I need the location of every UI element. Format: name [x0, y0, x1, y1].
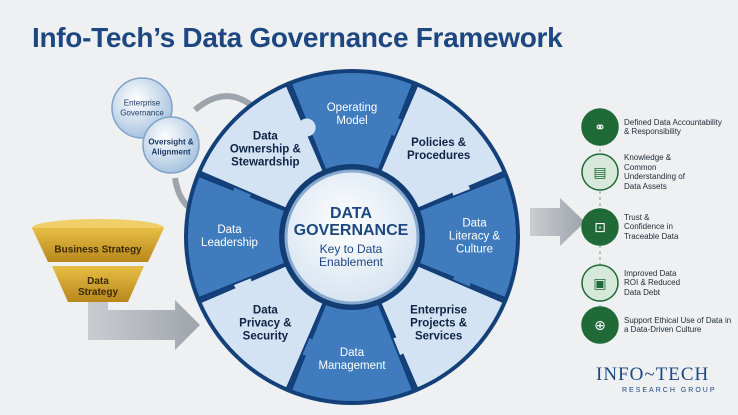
data-strategy-label: Data Strategy	[77, 276, 119, 298]
wheel-segment	[199, 84, 325, 210]
center-title: DATA GOVERNANCE	[293, 205, 409, 239]
wheel-segment-label: Data Literacy & Culture	[448, 217, 501, 256]
wheel-segment-label: Policies & Procedures	[406, 137, 471, 163]
wheel-segment-label: Data Privacy & Security	[239, 304, 292, 343]
wheel-segment	[379, 264, 505, 390]
wheel-segment	[379, 84, 505, 210]
puzzle-knob	[297, 118, 316, 137]
funnel-bottom	[52, 266, 144, 302]
enterprise-governance-label: Enterprise Governance	[120, 98, 164, 118]
wheel-segment	[199, 264, 325, 390]
document-search-icon	[581, 153, 619, 191]
center-hub	[284, 169, 420, 305]
secure-card-icon	[581, 264, 619, 302]
funnel-top	[32, 228, 164, 262]
wheel-segment	[186, 174, 287, 300]
wheel-segment	[417, 174, 518, 300]
logo-subtitle: RESEARCH GROUP	[622, 387, 717, 394]
wheel-segment-label: Data Leadership	[201, 224, 258, 249]
globe-icon	[581, 306, 619, 344]
basket-icon-glyph: ⊡	[594, 220, 606, 236]
center-subtitle: Key to Data Enablement	[318, 242, 384, 269]
outcome-label: Trust & Confidence in Traceable Data	[624, 212, 679, 241]
basket-icon	[581, 208, 619, 246]
outcome-label: Support Ethical Use of Data in a Data-Dr…	[624, 315, 732, 335]
wheel-segment	[289, 302, 415, 403]
handshake-icon	[581, 108, 619, 146]
outcome-icons: ⚭ ▤ ⊡ ▣ ⊕	[581, 108, 619, 344]
wheel-segment-label: Operating Model	[326, 101, 378, 127]
handshake-icon-glyph: ⚭	[594, 120, 606, 136]
strategy-arrow	[88, 300, 200, 350]
wheel-segment	[289, 71, 415, 172]
business-strategy-label: Business Strategy	[54, 244, 142, 256]
oversight-alignment-label: Oversight & Alignment	[148, 137, 194, 157]
wheel-segment-label: Enterprise Projects & Services	[410, 304, 468, 343]
globe-icon-glyph: ⊕	[594, 318, 606, 334]
info-tech-logo: INFO~TECH	[596, 364, 710, 385]
secure-card-icon-glyph: ▣	[593, 276, 606, 292]
outcomes-arrow	[530, 198, 585, 246]
outcome-label: Knowledge & Common Understanding of Data…	[624, 153, 685, 191]
oversight-bubble	[142, 116, 200, 174]
outcome-label: Defined Data Accountability & Responsibi…	[624, 117, 722, 137]
wheel-segments	[186, 71, 518, 403]
wheel-segment-label: Data Ownership & Stewardship	[229, 130, 301, 169]
outcome-label: Improved Data ROI & Reduced Data Debt	[624, 268, 681, 297]
wheel-segment-label: Data Management	[318, 346, 386, 372]
page-title: Info-Tech’s Data Governance Framework	[32, 22, 563, 53]
document-search-icon-glyph: ▤	[593, 165, 606, 181]
